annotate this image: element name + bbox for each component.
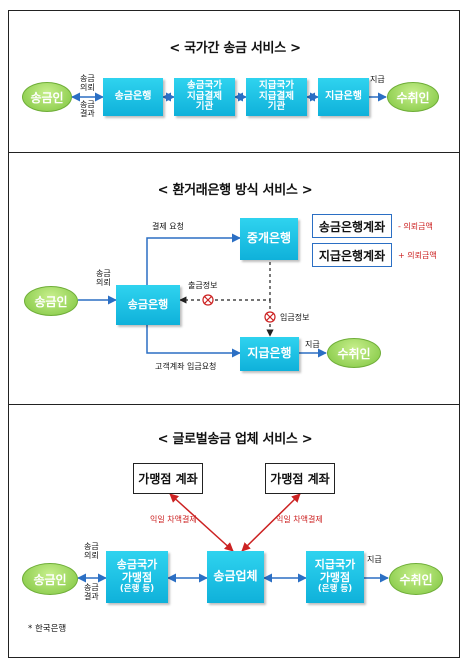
panel-divider-2 [8, 404, 460, 405]
panel3-sender-node: 송금인 [22, 563, 78, 595]
panel1-receiver-node: 수취인 [387, 82, 439, 112]
remittance-company-box: 송금업체 [207, 551, 264, 603]
paying-bank-account-box: 지급은행계좌 [312, 243, 392, 267]
panel1-paying-bank-box: 지급은행 [318, 78, 369, 116]
withdrawal-info-label: 출금정보 [188, 281, 218, 290]
remit-bank-account-box: 송금은행계좌 [312, 214, 392, 238]
customer-deposit-request-label: 고객계좌 입금요청 [155, 362, 217, 371]
source-note: * 한국은행 [28, 624, 67, 634]
panel2-remit-bank-box: 송금은행 [116, 285, 180, 325]
panel2-paying-bank-box: 지급은행 [240, 337, 299, 371]
panel3-receiver-node: 수취인 [389, 563, 443, 595]
next-day-settlement-left-label: 익일 차액결제 [150, 515, 197, 524]
panel2-sender-node: 송금인 [24, 286, 78, 316]
remit-country-merchant-box: 송금국가 가맹점 (은행 등) [106, 551, 168, 603]
panel1-sender-node: 송금인 [22, 82, 72, 112]
panel-divider-1 [8, 152, 460, 153]
panel2-receiver-node: 수취인 [327, 338, 381, 368]
settlement-request-label: 결제 요청 [152, 222, 184, 231]
panel2-pay-label: 지급 [305, 340, 320, 349]
merchant-account-left-box: 가맹점 계좌 [133, 463, 203, 494]
panel1-remit-bank-box: 송금은행 [103, 78, 163, 116]
blocked-marks [202, 294, 276, 323]
diagram-frame [8, 10, 460, 658]
panel1-title: < 국가간 송금 서비스 > [169, 41, 301, 56]
paying-bank-account-note: + 의뢰금액 [398, 251, 437, 260]
pay-country-merchant-box: 지급국가 가맹점 (은행 등) [306, 551, 364, 603]
intermediary-bank-box: 중개은행 [240, 218, 298, 260]
remit-bank-account-note: - 의뢰금액 [398, 222, 433, 231]
panel2-title: < 환거래은행 방식 서비스 > [157, 183, 313, 198]
panel1-pay-label: 지급 [370, 75, 385, 84]
merchant-account-right-box: 가맹점 계좌 [265, 463, 335, 494]
deposit-info-label: 입금정보 [280, 313, 310, 322]
panel1-remit-country-clearing-box: 송금국가 지급결제 기관 [174, 78, 235, 116]
next-day-settlement-right-label: 익일 차액결제 [276, 515, 323, 524]
panel3-pay-label: 지급 [367, 555, 382, 564]
panel3-title: < 글로벌송금 업체 서비스 > [157, 432, 313, 447]
panel1-pay-country-clearing-box: 지급국가 지급결제 기관 [246, 78, 307, 116]
